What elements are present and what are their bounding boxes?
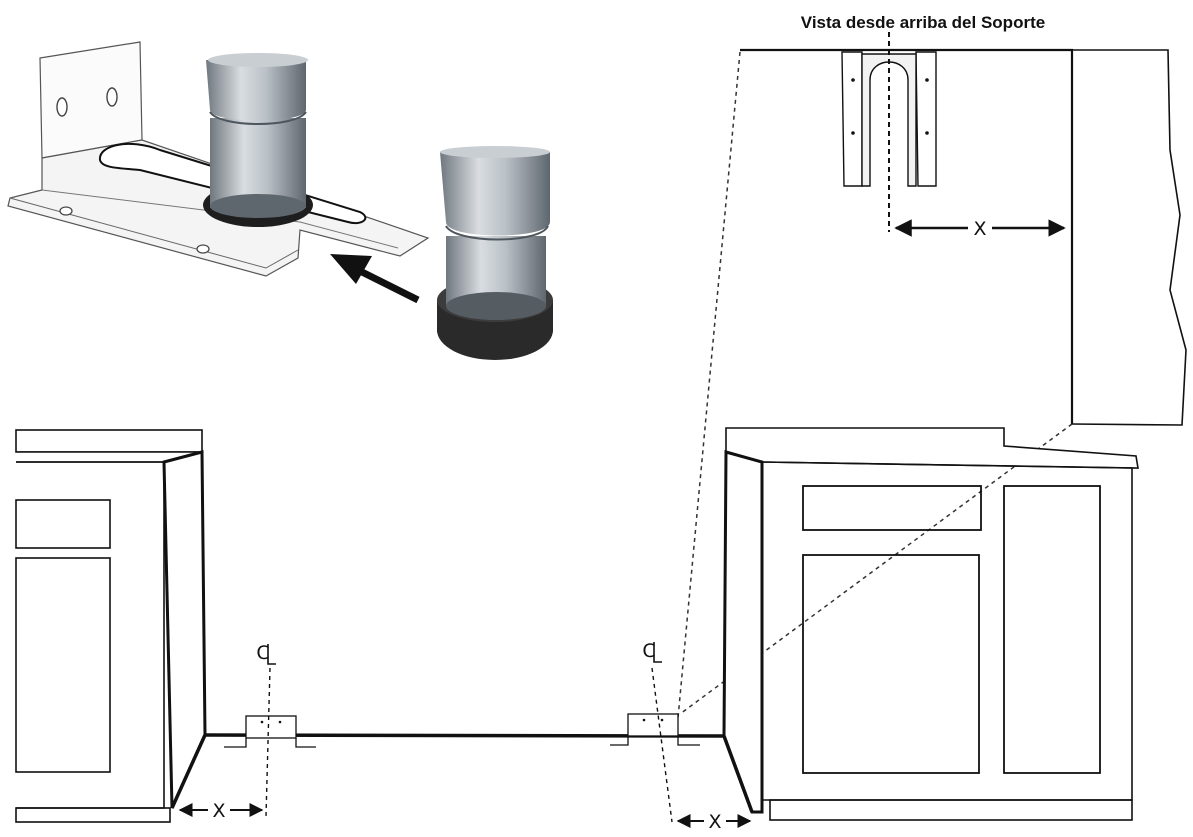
centerline-symbol-left-text: C [256, 642, 269, 664]
dimension-label-top: X [973, 218, 986, 240]
left-cabinet [15, 429, 207, 823]
dimension-label-right: X [708, 811, 721, 833]
dimension-label-left: X [212, 800, 225, 822]
left-floor-bracket [224, 667, 316, 817]
centerline-symbol-right: C [642, 640, 662, 663]
right-cabinet [722, 427, 1139, 821]
top-view-title: Vista desde arriba del Soporte [801, 13, 1045, 32]
top-view-panel [740, 32, 1187, 426]
leg-foot-illustration [437, 146, 553, 360]
bracket-leg-illustration [7, 41, 430, 277]
right-floor-bracket [610, 667, 700, 823]
centerline-symbol-right-text: C [642, 640, 655, 662]
centerline-symbol-left: C [256, 642, 276, 665]
